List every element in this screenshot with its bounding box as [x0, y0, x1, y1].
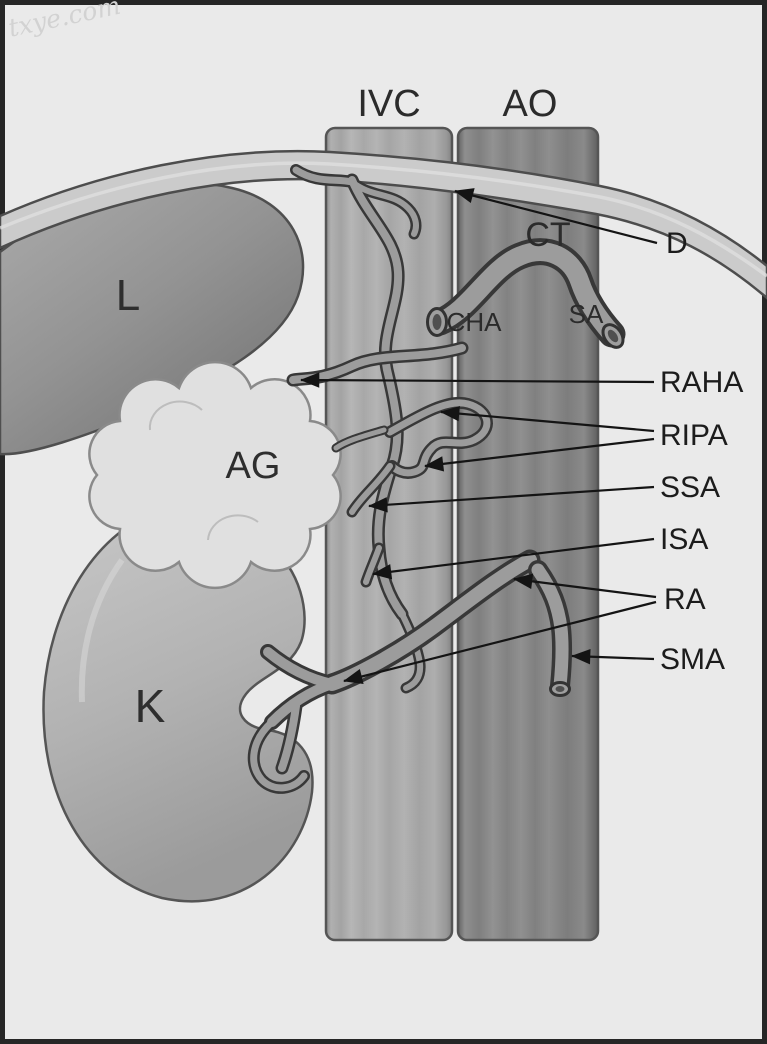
- sa-cut-end: [601, 323, 625, 349]
- annotation-ripa: RIPA: [660, 419, 728, 452]
- diaphragm-band: [0, 149, 767, 300]
- arrow-ssa: [368, 485, 655, 513]
- arrow-d: [454, 188, 658, 245]
- arrow-ra-1: [513, 573, 657, 599]
- label-kidney: K: [135, 680, 166, 732]
- annotation-raha: RAHA: [660, 366, 743, 399]
- celiac-trunk-vessel: [426, 252, 628, 349]
- ivc-vessel: [324, 126, 454, 942]
- annotation-isa: ISA: [660, 523, 708, 556]
- aorta-vessel: [456, 126, 600, 942]
- adrenal-gland-shape: [88, 360, 342, 590]
- annotation-arrows: [300, 188, 658, 684]
- label-ao: AO: [503, 83, 558, 125]
- annotation-ssa: SSA: [660, 471, 720, 504]
- label-liver: L: [116, 271, 140, 320]
- arrow-ra-2: [343, 600, 657, 684]
- label-adrenal: AG: [226, 445, 281, 487]
- annotation-d: D: [666, 227, 688, 260]
- label-sa: SA: [569, 299, 604, 329]
- annotation-ra: RA: [664, 583, 706, 616]
- arrow-sma: [571, 648, 655, 665]
- annotation-sma: SMA: [660, 643, 725, 676]
- sma-vessel: [538, 570, 570, 697]
- arrow-isa: [372, 537, 655, 580]
- diaphragm-highlight: [0, 161, 767, 278]
- arrow-ripa-1: [440, 405, 655, 433]
- label-ivc: IVC: [357, 83, 420, 125]
- label-ct: CT: [525, 216, 570, 254]
- label-cha: CHA: [447, 307, 503, 337]
- kidney-shape: [42, 504, 314, 903]
- arrow-ripa-2: [424, 437, 655, 472]
- arrow-raha: [300, 372, 655, 388]
- kidney-highlight: [78, 558, 125, 703]
